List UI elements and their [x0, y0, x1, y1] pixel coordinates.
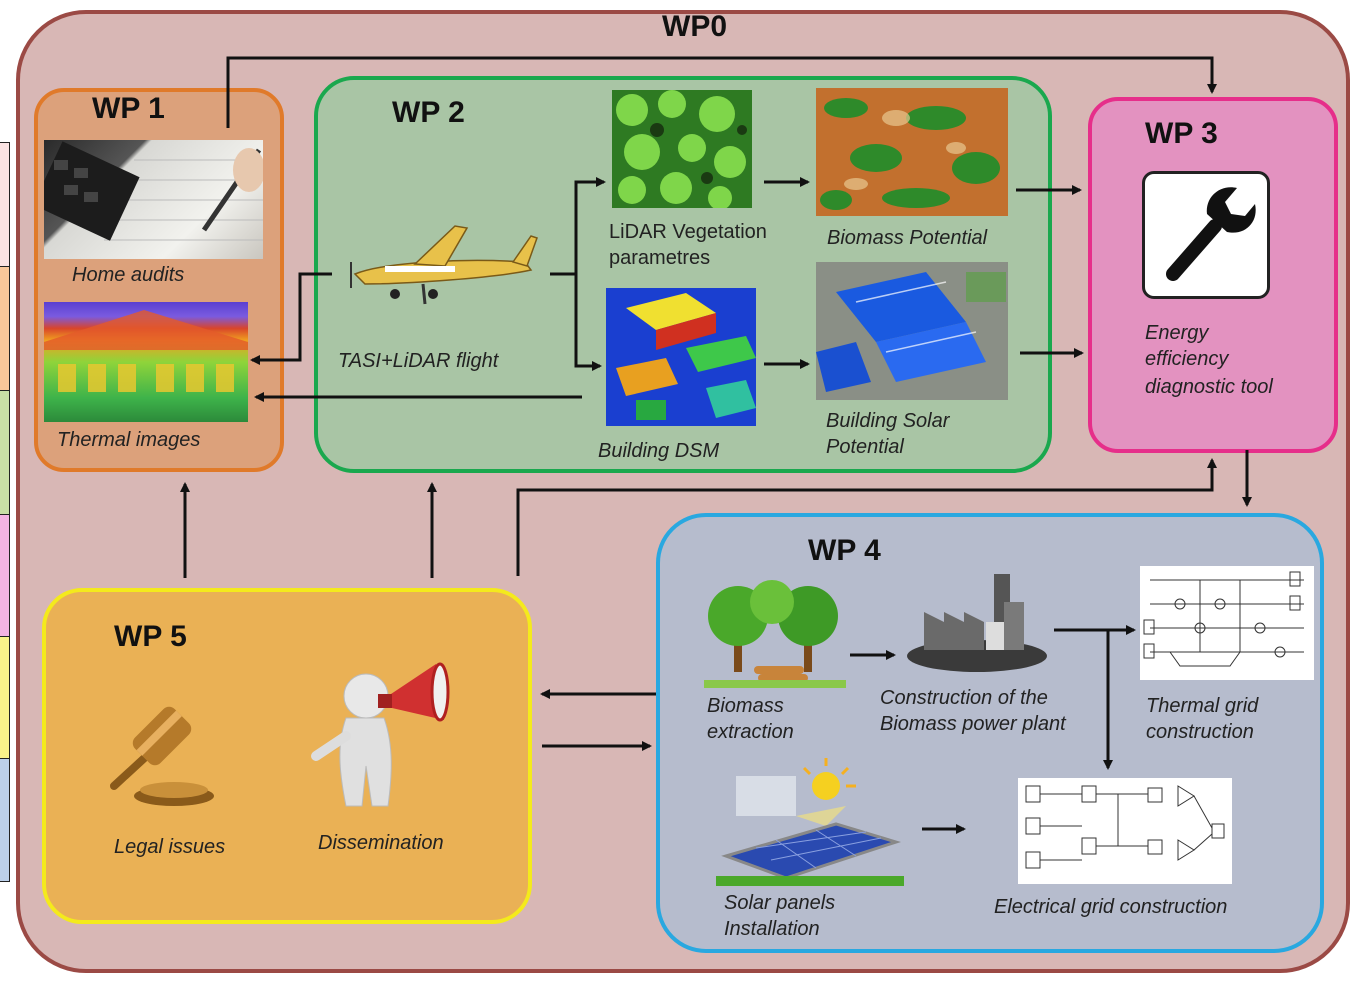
power-plant-icon: [904, 572, 1050, 676]
lidar-label-line2: parametres: [609, 247, 711, 269]
gavel-icon: [104, 700, 224, 810]
arrow-wp1-to-wp3: [226, 56, 1217, 128]
solar-potential-image: [816, 262, 1008, 400]
tool-label-line1: Energy: [1145, 322, 1209, 344]
biomass-extraction-line2: extraction: [707, 721, 794, 743]
arrow-to-lidar: [574, 177, 606, 274]
thermal-grid-label-line2: construction: [1146, 721, 1254, 743]
edge-strip-1: [0, 142, 10, 267]
thermal-images-label: Thermal images: [57, 429, 201, 451]
airplane-icon: [345, 222, 540, 314]
wrench-icon: [1142, 171, 1270, 299]
building-dsm-label: Building DSM: [598, 440, 720, 462]
wp2-title: WP 2: [392, 96, 465, 129]
solar-panels-label-line1: Solar panels: [724, 892, 836, 914]
edge-strip-2: [0, 266, 10, 391]
arrow-to-dsm: [574, 274, 602, 371]
power-plant-label-line2: Biomass power plant: [880, 713, 1066, 735]
tool-label-line2: efficiency: [1145, 348, 1229, 370]
solar-potential-label-line1: Building Solar: [826, 410, 950, 432]
tool-label-line3: diagnostic tool: [1145, 376, 1273, 398]
arrow-flight-to-thermal: [250, 272, 332, 365]
thermal-grid-diagram: [1140, 566, 1314, 680]
wp3-title: WP 3: [1145, 117, 1218, 150]
dissemination-label: Dissemination: [318, 832, 444, 854]
lidar-label-line1: LiDAR Vegetation: [609, 221, 767, 243]
edge-strip-3: [0, 390, 10, 515]
wp0-title: WP0: [662, 10, 728, 43]
trees-icon: [704, 572, 846, 690]
wp5-title: WP 5: [114, 620, 187, 653]
biomass-extraction-line1: Biomass: [707, 695, 784, 717]
building-dsm-image: [606, 288, 756, 426]
legal-issues-label: Legal issues: [114, 836, 226, 858]
biomass-map: [816, 88, 1008, 216]
biomass-potential-label: Biomass Potential: [827, 227, 988, 249]
electrical-grid-label: Electrical grid construction: [994, 896, 1228, 918]
solar-panel-icon: [716, 756, 904, 888]
home-audits-label: Home audits: [72, 264, 185, 286]
edge-strip-6: [0, 758, 10, 882]
megaphone-figure-icon: [306, 656, 456, 814]
solar-potential-label-line2: Potential: [826, 436, 904, 458]
flight-label: TASI+LiDAR flight: [338, 350, 499, 372]
electrical-grid-diagram: [1018, 778, 1232, 884]
edge-strip-4: [0, 514, 10, 637]
wp4-title: WP 4: [808, 534, 881, 567]
edge-strip-5: [0, 636, 10, 759]
lidar-vegetation-map: [612, 90, 752, 208]
wp5-box: [42, 588, 532, 924]
power-plant-label-line1: Construction of the: [880, 687, 1048, 709]
wp1-title: WP 1: [92, 92, 165, 125]
thermal-image: [44, 302, 248, 422]
home-audit-photo: [44, 140, 263, 259]
arrow-wp5-to-wp3: [516, 458, 1217, 576]
solar-panels-label-line2: Installation: [724, 918, 820, 940]
thermal-grid-label-line1: Thermal grid: [1146, 695, 1259, 717]
